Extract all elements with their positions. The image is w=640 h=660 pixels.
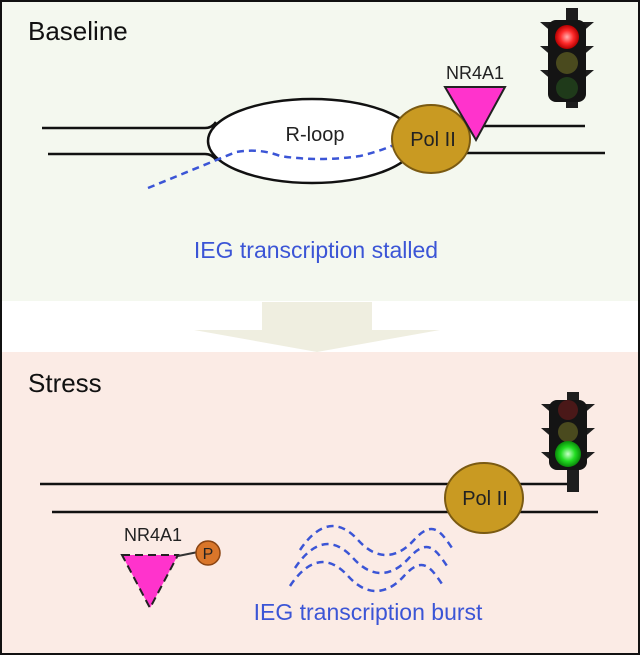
rna-transcripts (288, 524, 454, 593)
transition-arrow (194, 302, 440, 352)
baseline-caption: IEG transcription stalled (194, 237, 438, 263)
phosphate-label: P (203, 546, 214, 563)
dna-bottom-strand-left (48, 152, 218, 161)
baseline-title: Baseline (28, 16, 128, 46)
r-loop-label: R-loop (286, 124, 345, 146)
dna-top-strand-left (42, 121, 218, 130)
pol-ii-stress-label: Pol II (462, 488, 508, 510)
nr4a1-stress-label: NR4A1 (124, 525, 182, 545)
phosphate-circle (195, 540, 221, 566)
rna-strand (147, 140, 401, 190)
rna-transcript-2 (293, 542, 449, 575)
nr4a1-triangle-free (120, 554, 180, 611)
traffic-light-red-icon (540, 8, 594, 108)
phospho-link (177, 551, 199, 557)
rna-transcript-3 (288, 560, 444, 593)
pol-ii-baseline (391, 104, 471, 174)
stress-title: Stress (28, 368, 102, 398)
rna-transcript-1 (298, 524, 454, 557)
pol-ii-baseline-label: Pol II (410, 129, 456, 151)
traffic-light-green-icon (541, 392, 595, 492)
pol-ii-stress (444, 462, 524, 534)
stress-panel (1, 352, 639, 654)
stress-caption: IEG transcription burst (254, 599, 483, 625)
nr4a1-triangle-bound (443, 86, 507, 143)
nr4a1-baseline-label: NR4A1 (446, 63, 504, 83)
